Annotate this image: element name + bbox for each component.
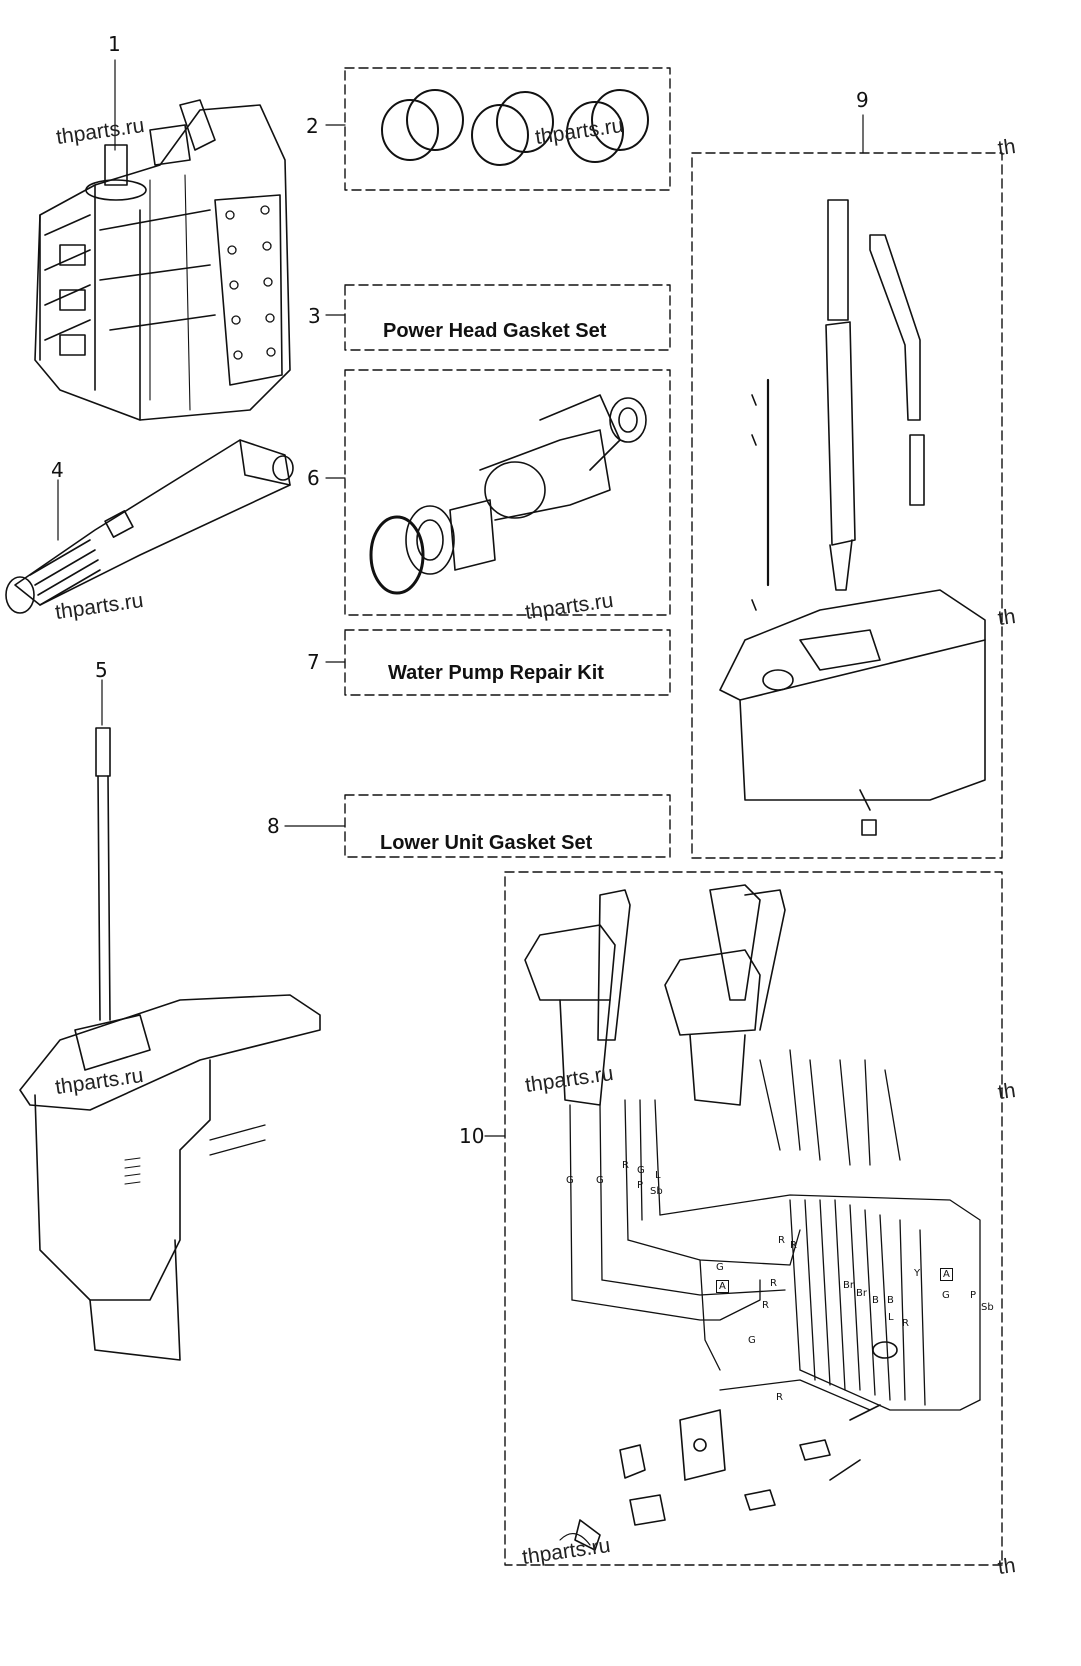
wire-code: R — [790, 1240, 797, 1251]
kit-label-lower-unit-gasket-set: Lower Unit Gasket Set — [380, 832, 593, 854]
callout-1: 1 — [108, 32, 121, 56]
wire-code: P — [637, 1180, 644, 1191]
wire-code: L — [888, 1312, 894, 1323]
wire-code: R — [902, 1318, 909, 1329]
wire-code: Sb — [650, 1186, 663, 1197]
wire-code: R — [622, 1160, 629, 1171]
callout-7: 7 — [307, 650, 320, 674]
wire-code: R — [770, 1278, 777, 1289]
wire-code: P — [970, 1290, 977, 1301]
callout-5: 5 — [95, 658, 108, 682]
callout-8: 8 — [267, 814, 280, 838]
wire-code: G — [566, 1175, 574, 1186]
wire-code: L — [655, 1170, 661, 1181]
kit-label-power-head-gasket-set: Power Head Gasket Set — [383, 320, 607, 342]
wire-code: Br — [856, 1288, 867, 1299]
wire-code: Br — [843, 1280, 854, 1291]
kit-label-water-pump-repair-kit: Water Pump Repair Kit — [388, 662, 604, 684]
power-head-block — [34, 59, 291, 421]
kit-box-piston-rings — [325, 67, 671, 191]
wire-code: G — [716, 1262, 724, 1273]
wire-code: Y — [914, 1268, 921, 1279]
wire-code: B — [887, 1295, 894, 1306]
lower-unit-gearcase — [19, 679, 321, 1361]
kit-box-upper-casing — [691, 114, 1003, 859]
watermark-edge: th — [996, 1553, 1017, 1580]
tiller-handle — [5, 439, 294, 614]
callout-4: 4 — [51, 458, 64, 482]
wire-code: R — [762, 1300, 769, 1311]
kit-box-remote-control — [484, 871, 1003, 1566]
wire-code: R — [778, 1235, 785, 1246]
wire-code: G — [942, 1290, 950, 1301]
wire-code: R — [776, 1392, 783, 1403]
callout-3: 3 — [308, 304, 321, 328]
wire-code: G — [637, 1165, 645, 1176]
wire-code: G — [596, 1175, 604, 1186]
kit-box-power-head-gasket — [344, 284, 671, 351]
callout-9: 9 — [856, 88, 869, 112]
kit-box-water-pump-parts — [325, 369, 671, 616]
callout-6: 6 — [307, 466, 320, 490]
callout-2: 2 — [306, 114, 319, 138]
watermark-edge: th — [996, 1078, 1017, 1105]
watermark-edge: th — [996, 604, 1017, 631]
callout-10: 10 — [459, 1124, 485, 1148]
watermark-edge: th — [996, 134, 1017, 161]
wire-code: B — [872, 1295, 879, 1306]
wire-code: A — [716, 1280, 729, 1293]
wire-code: Sb — [981, 1302, 994, 1313]
wire-code: A — [940, 1268, 953, 1281]
wire-code: G — [748, 1335, 756, 1346]
